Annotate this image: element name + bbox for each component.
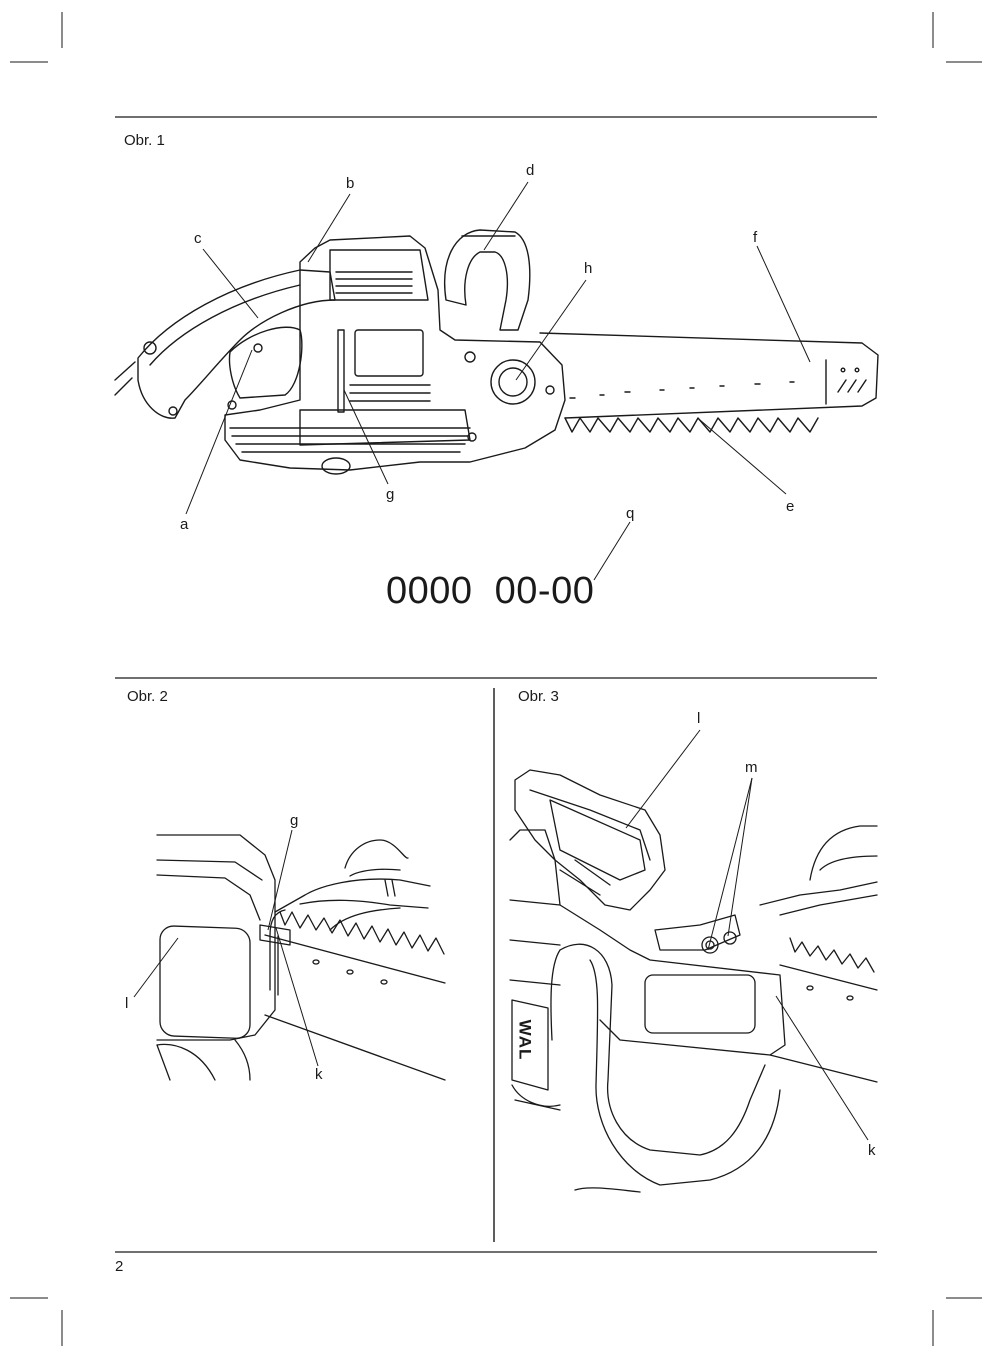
callout-h: h bbox=[584, 260, 593, 277]
crop-marks bbox=[10, 12, 982, 1346]
callout-l-fig3: l bbox=[697, 710, 701, 727]
page-number: 2 bbox=[115, 1258, 124, 1275]
callout-leaders-fig3 bbox=[625, 729, 869, 1141]
serial-number: 0000 00-00 bbox=[386, 570, 595, 612]
page-rules bbox=[115, 116, 877, 1253]
callout-c: c bbox=[194, 230, 202, 247]
callout-l-fig2: l bbox=[125, 995, 129, 1012]
callout-b: b bbox=[346, 175, 355, 192]
callout-a: a bbox=[180, 516, 189, 533]
chainsaw-illustration bbox=[114, 229, 879, 475]
callout-leaders-fig2 bbox=[133, 829, 319, 1067]
callout-d: d bbox=[526, 162, 535, 179]
figure-1-title: Obr. 1 bbox=[124, 132, 165, 149]
callout-g-fig2: g bbox=[290, 812, 299, 829]
brand-lettering: WAL bbox=[515, 1019, 535, 1061]
callout-k-fig3: k bbox=[868, 1142, 876, 1159]
figure-3-title: Obr. 3 bbox=[518, 688, 559, 705]
callout-k-fig2: k bbox=[315, 1066, 323, 1083]
callout-q: q bbox=[626, 505, 635, 522]
figure-2-title: Obr. 2 bbox=[127, 688, 168, 705]
tension-detail-illustration bbox=[156, 834, 446, 1081]
callout-g: g bbox=[386, 486, 395, 503]
callout-leaders-fig1 bbox=[185, 181, 811, 581]
callout-f: f bbox=[753, 229, 758, 246]
callout-e: e bbox=[786, 498, 795, 515]
cover-detail-illustration bbox=[509, 769, 878, 1193]
callout-m-fig3: m bbox=[745, 759, 758, 776]
